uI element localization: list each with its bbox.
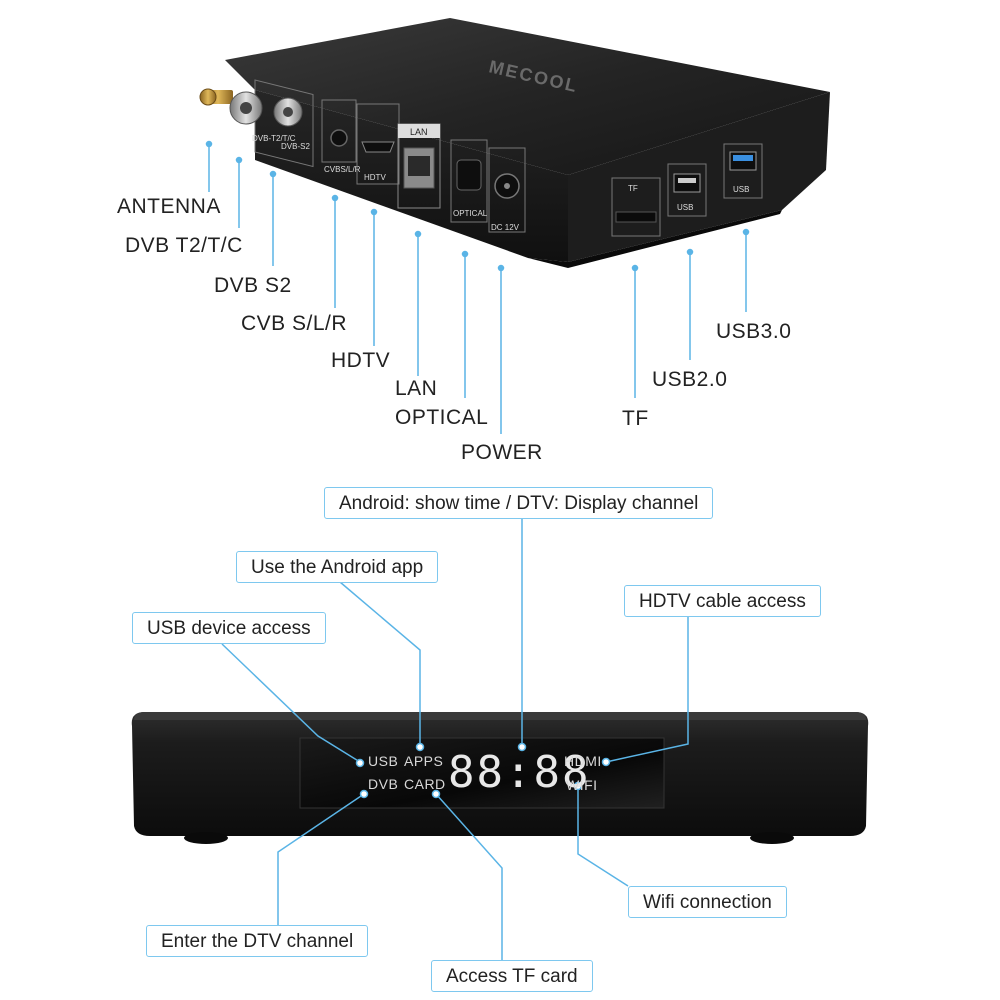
display-hdmi: HDMI: [564, 753, 602, 769]
svg-text:OPTICAL: OPTICAL: [453, 209, 488, 218]
coax-connector-icon: [273, 97, 303, 127]
front-leader-dots: [355, 742, 611, 799]
svg-text:HDTV: HDTV: [364, 173, 386, 182]
front-left-foot: [184, 832, 228, 844]
display-clock: 88:88: [448, 747, 591, 798]
port-tag-dvbt2: DVB-T2/T/C: [252, 134, 296, 143]
label-usb2: USB2.0: [652, 368, 728, 391]
label-usb3: USB3.0: [716, 320, 792, 343]
front-display-window: [299, 737, 665, 809]
display-dvb: DVB: [368, 776, 399, 792]
callout-dtv-channel: Enter the DTV channel: [146, 925, 369, 957]
usb3-port-icon: USB: [723, 143, 763, 199]
lan-port-icon: LAN: [397, 123, 441, 209]
label-power: POWER: [461, 441, 543, 464]
callout-time-display: Android: show time / DTV: Display channe…: [324, 487, 714, 519]
coax-connector-icon: [229, 91, 263, 125]
label-dvb-t2: DVB T2/T/C: [125, 234, 243, 257]
svg-text:USB: USB: [677, 203, 693, 212]
usb2-port-icon: USB: [667, 163, 707, 217]
front-panel-box: [131, 712, 869, 844]
port-tag-dvbs2: DVB-S2: [281, 142, 310, 151]
display-apps: APPS: [404, 753, 444, 769]
label-dvb-s2: DVB S2: [214, 274, 292, 297]
cvbs-jack-icon: CVBS/L/R: [321, 99, 361, 174]
port-tag-lan: LAN: [410, 127, 428, 137]
tf-slot-icon: TF: [611, 177, 661, 237]
display-card: CARD: [404, 776, 446, 792]
optical-port-icon: OPTICAL: [450, 139, 488, 223]
front-leader-lines: [221, 518, 689, 960]
callout-hdtv-cable: HDTV cable access: [624, 585, 821, 617]
label-lan: LAN: [395, 377, 438, 400]
dc-power-port-icon: DC 12V: [488, 147, 526, 233]
display-wifi: WIFI: [566, 777, 598, 793]
callout-tf-card: Access TF card: [431, 960, 593, 992]
antenna-connector-icon: [199, 88, 233, 106]
hdmi-port-icon: HDTV: [356, 103, 400, 185]
callout-wifi: Wifi connection: [628, 886, 787, 918]
back-leader-lines: [205, 140, 750, 434]
callout-android-app: Use the Android app: [236, 551, 439, 583]
callout-usb-access: USB device access: [132, 612, 326, 644]
label-cvbs: CVB S/L/R: [241, 312, 348, 335]
label-tf: TF: [622, 407, 649, 430]
label-hdtv: HDTV: [331, 349, 391, 372]
label-optical: OPTICAL: [395, 406, 489, 429]
back-panel-box: MECOOL DVB-T2/T/C DVB-S2 CVBS/L/R: [199, 18, 830, 268]
svg-text:USB: USB: [733, 185, 749, 194]
front-right-foot: [750, 832, 794, 844]
display-usb: USB: [368, 753, 399, 769]
label-antenna: ANTENNA: [117, 195, 221, 218]
svg-text:DC 12V: DC 12V: [491, 223, 520, 232]
svg-text:TF: TF: [628, 184, 638, 193]
box-top-surface: [225, 18, 830, 175]
svg-text:CVBS/L/R: CVBS/L/R: [324, 165, 361, 174]
